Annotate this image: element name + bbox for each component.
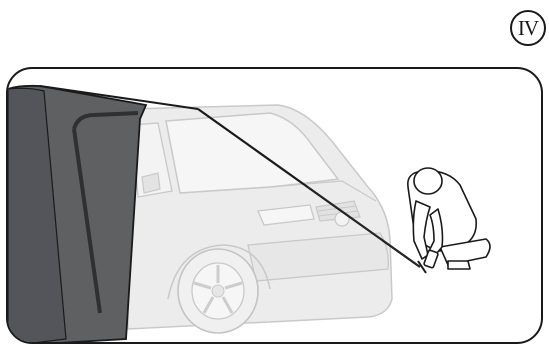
instruction-panel: [6, 67, 543, 344]
van-front-wheel: [178, 249, 258, 333]
kneeling-person: [408, 168, 490, 269]
person-foot: [448, 261, 470, 269]
step-number-badge: IV: [510, 10, 546, 46]
person-head: [414, 168, 442, 194]
step-number-text: IV: [518, 16, 538, 41]
van-mirror: [142, 173, 160, 193]
illustration: [8, 69, 543, 344]
